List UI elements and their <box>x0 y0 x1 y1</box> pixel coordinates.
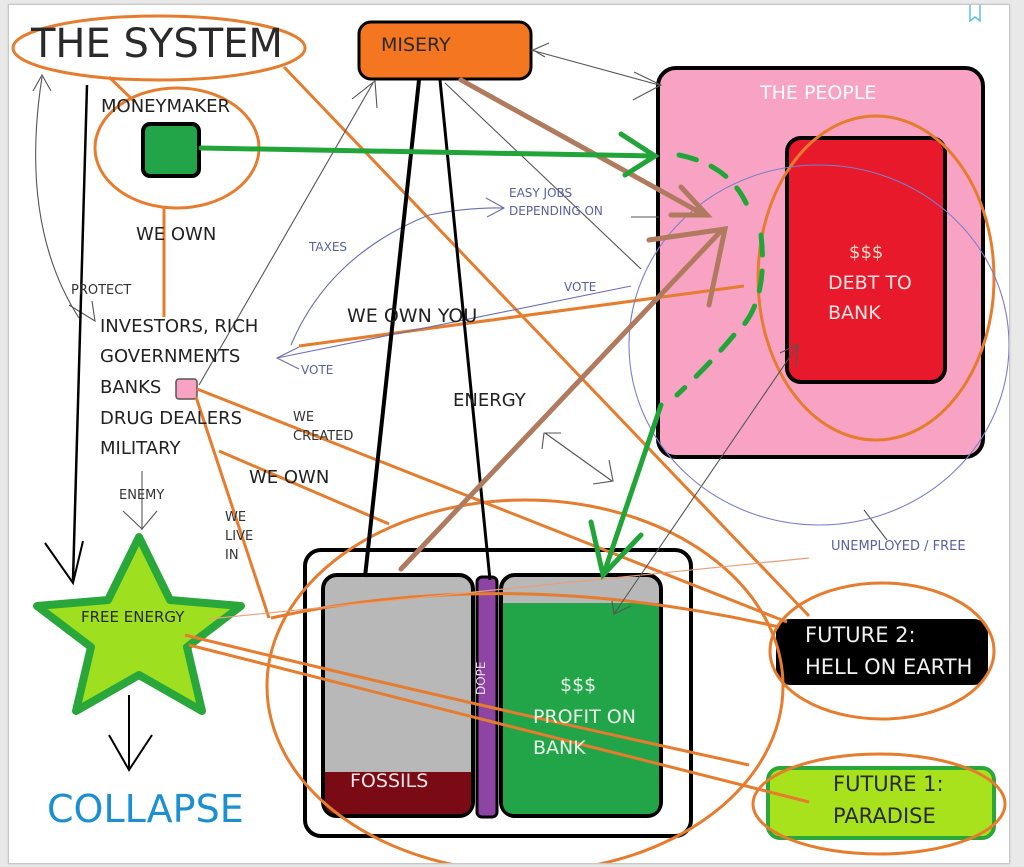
we-own-bottom-label: WE OWN <box>249 467 330 488</box>
free-circle <box>628 164 1009 526</box>
future2-line2: HELL ON EARTH <box>805 655 973 679</box>
collapse-label: COLLAPSE <box>47 787 244 831</box>
free-energy-star <box>33 533 245 715</box>
member-military: MILITARY <box>100 438 181 459</box>
fossils-tank <box>321 573 475 818</box>
we-created-line1: WE <box>293 410 315 425</box>
moneymaker-square <box>141 122 201 178</box>
debt-ellipse <box>756 114 996 442</box>
fossils-level <box>325 772 471 814</box>
debt-dollars: $$$ <box>849 242 884 263</box>
future2-ellipse <box>768 581 996 721</box>
we-live-in-line3: IN <box>225 548 239 563</box>
system-title: THE SYSTEM <box>31 21 283 67</box>
vote-in-label: VOTE <box>564 280 597 294</box>
future1-line2: PARADISE <box>833 804 936 828</box>
future2-line1: FUTURE 2: <box>805 623 916 647</box>
the-people-label: THE PEOPLE <box>760 82 877 104</box>
faint-orange-line <box>208 557 810 620</box>
thin-arrows <box>32 42 888 615</box>
debt-box <box>785 136 947 384</box>
easy-jobs-line1: EASY JOBS <box>509 186 573 200</box>
we-created-line2: CREATED <box>293 429 354 444</box>
diagram-canvas <box>11 14 1009 863</box>
energy-label: ENERGY <box>453 390 526 411</box>
easy-jobs-line2: DEPENDING ON <box>509 204 603 218</box>
bookmark-icon[interactable] <box>969 5 981 23</box>
taxes-label: TAXES <box>309 240 348 254</box>
we-live-in-line2: LIVE <box>225 529 254 544</box>
we-live-in-line1: WE <box>225 510 247 525</box>
member-banks: BANKS <box>100 377 162 398</box>
misery-label: MISERY <box>381 34 451 56</box>
member-investors: INVESTORS, RICH <box>100 316 259 337</box>
dope-label: DOPE <box>474 661 488 695</box>
profit-dollars: $$$ <box>560 674 597 696</box>
unemployed-label: UNEMPLOYED / FREE <box>831 539 966 554</box>
profit-level <box>503 603 659 814</box>
future2-box <box>776 619 988 685</box>
enemy-label: ENEMY <box>119 488 165 503</box>
system-ellipse <box>11 14 307 82</box>
free-energy-label: FREE ENERGY <box>81 608 185 626</box>
debt-line1: DEBT TO <box>828 272 912 294</box>
future1-box <box>766 766 996 840</box>
banks-marker <box>175 378 198 400</box>
document-page: THE SYSTEM MISERY MONEYMAKER WE OWN PROT… <box>8 4 1010 864</box>
we-own-top-label: WE OWN <box>136 224 217 245</box>
we-own-you-label: WE OWN YOU <box>347 305 478 327</box>
green-arrows <box>198 131 765 581</box>
member-drug-dealers: DRUG DEALERS <box>100 408 243 429</box>
dope-bar <box>475 575 499 819</box>
profit-line1: PROFIT ON <box>533 706 636 728</box>
future1-ellipse <box>751 752 1007 856</box>
brown-arrows <box>398 77 729 572</box>
debt-line2: BANK <box>828 302 881 324</box>
vote-out-label: VOTE <box>301 363 334 377</box>
member-governments: GOVERNMENTS <box>100 346 241 367</box>
fossils-label: FOSSILS <box>350 770 429 792</box>
profit-line2: BANK <box>533 737 586 759</box>
protect-label: PROTECT <box>71 283 132 298</box>
moneymaker-label: MONEYMAKER <box>101 96 231 117</box>
tank-ellipse <box>265 498 785 863</box>
black-links <box>44 79 492 772</box>
orange-links <box>11 14 1007 863</box>
future1-line1: FUTURE 1: <box>833 772 944 796</box>
